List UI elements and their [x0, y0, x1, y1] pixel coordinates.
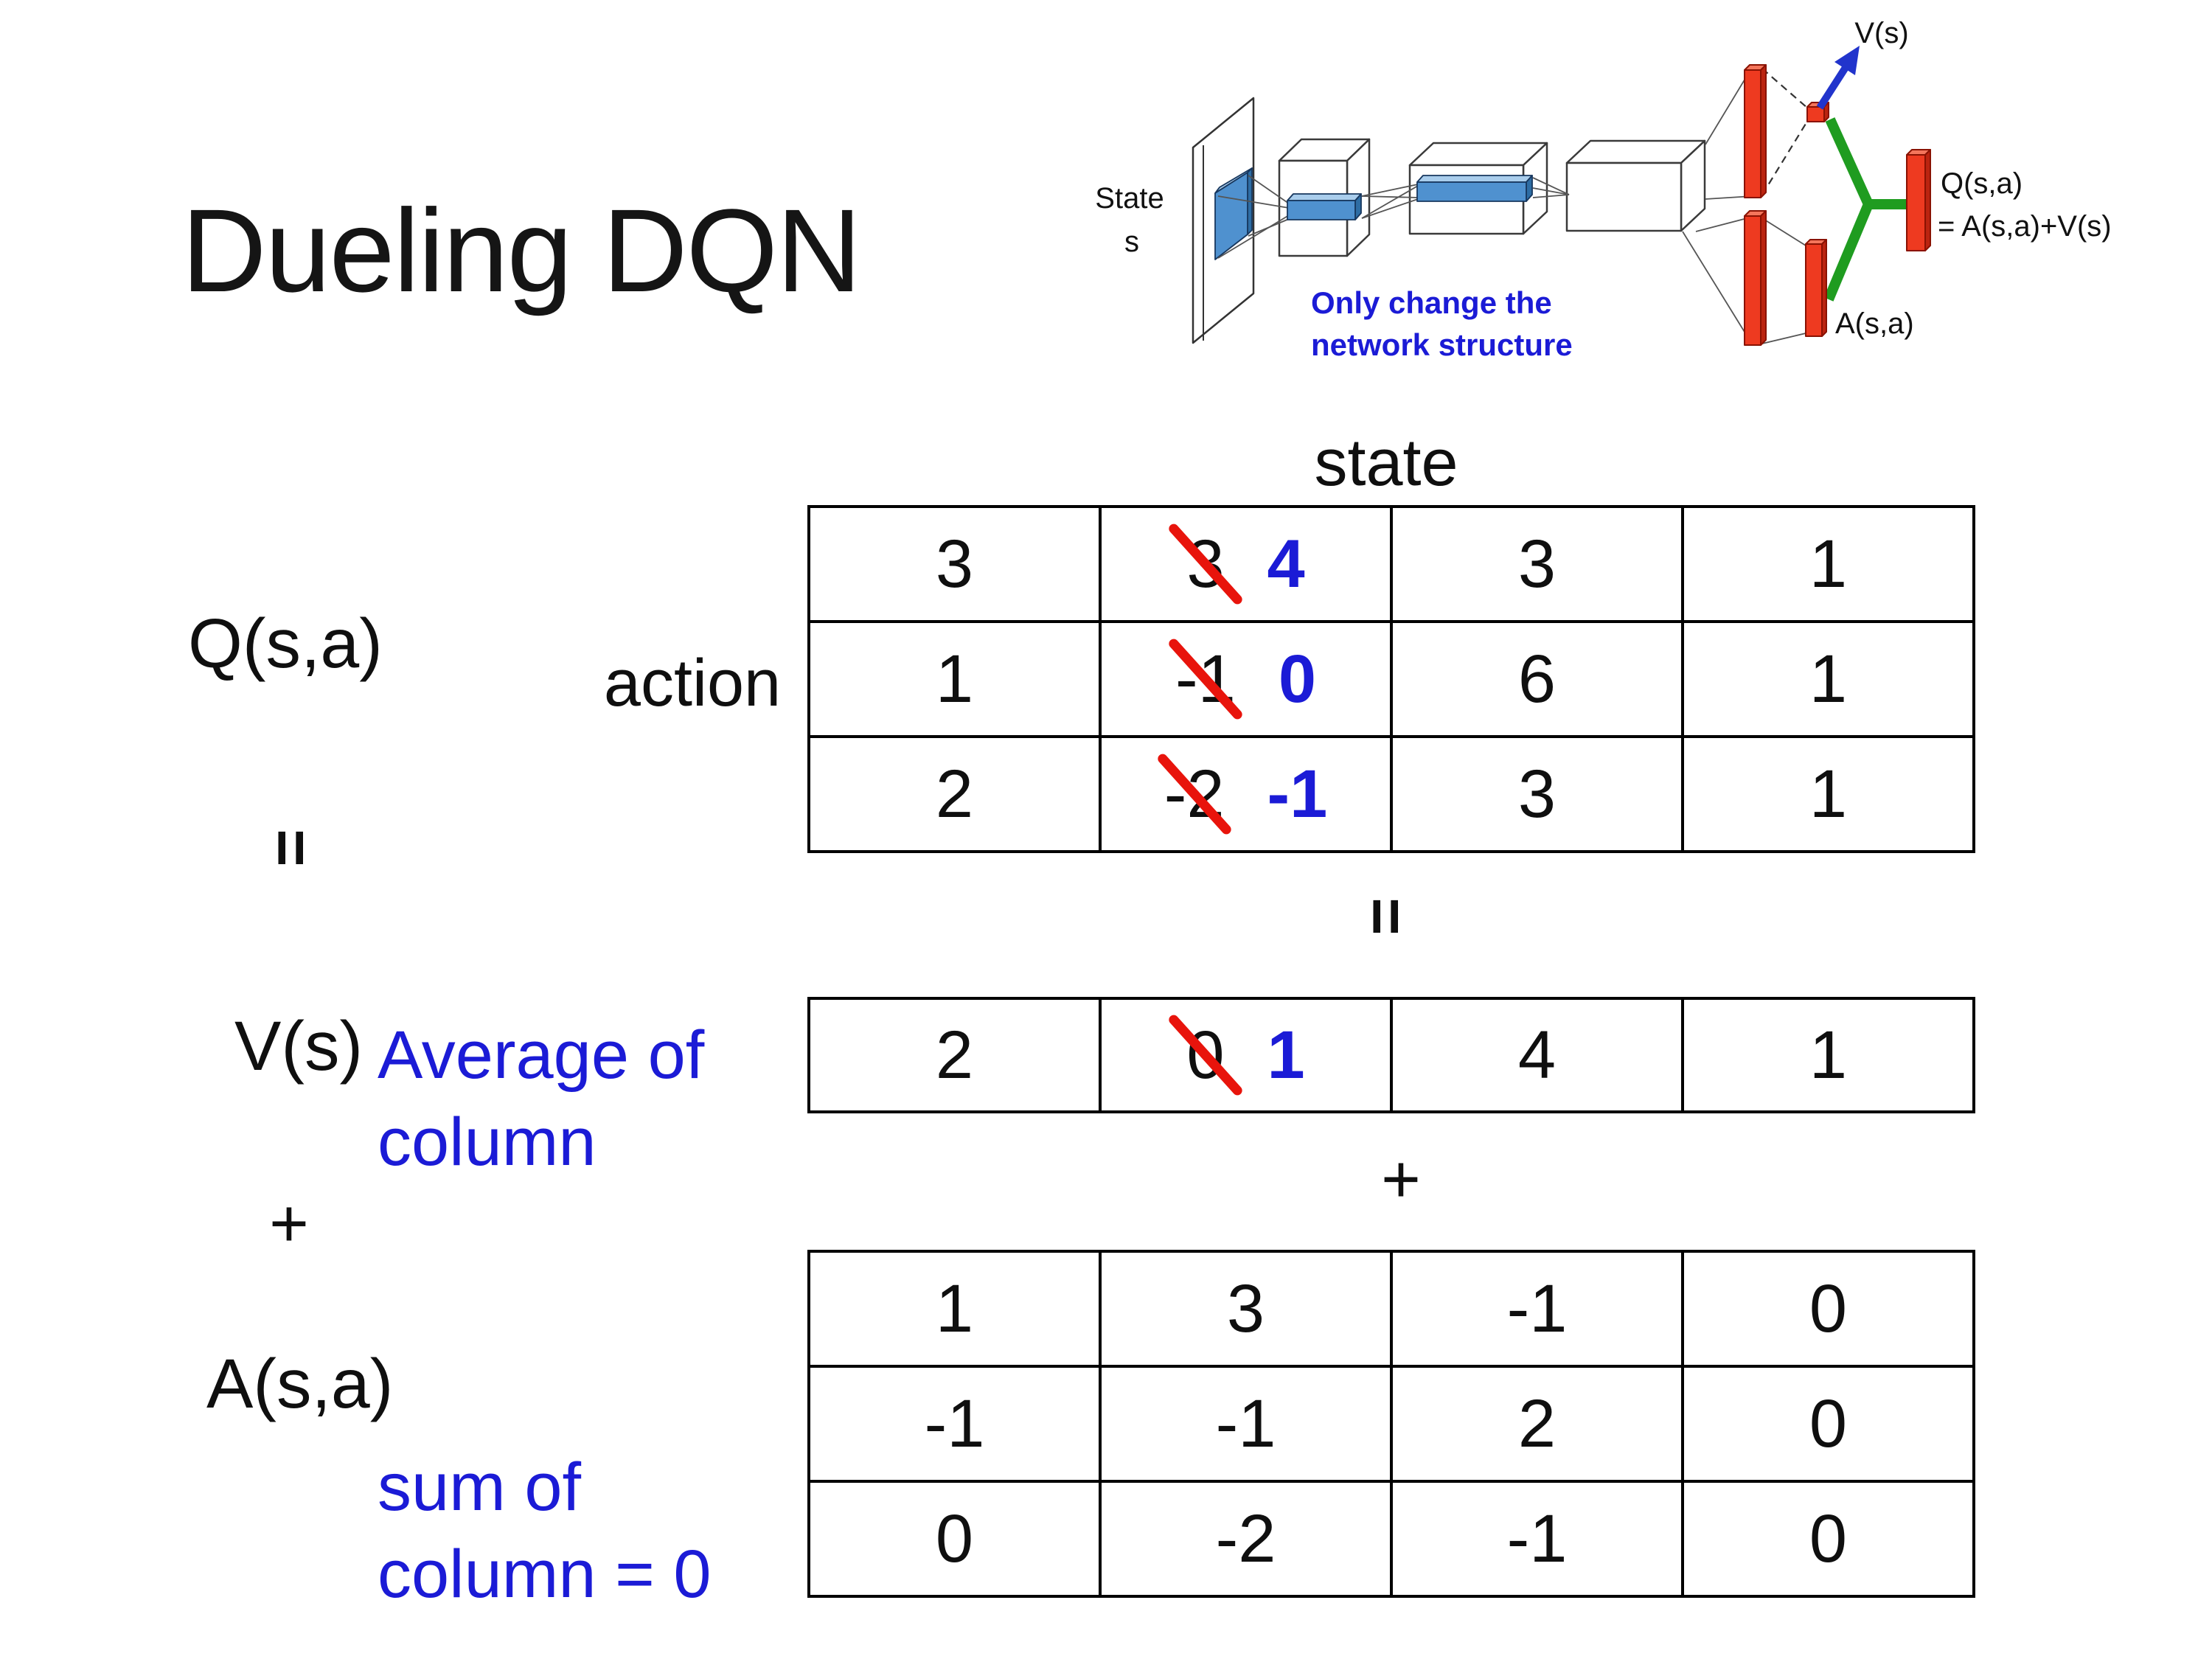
- q-cell-crossed: -1 0: [1099, 620, 1393, 738]
- q-cell: 2: [807, 735, 1102, 853]
- average-note-line2: column: [378, 1105, 597, 1180]
- merge-y-connector: [1823, 117, 1910, 302]
- network-diagram: State s V(s) Q(s,a) = A(s,a)+V(s) A(s,a)…: [1095, 17, 2112, 362]
- v-arrow-icon: [1816, 46, 1860, 110]
- old-value-wrap: 3: [1166, 521, 1245, 607]
- conv-box-3: [1565, 139, 1706, 232]
- v-stream-dashed-lines: [1761, 68, 1809, 195]
- projection-lines: [1217, 175, 1570, 259]
- crossed-value: 0 1: [1102, 1000, 1390, 1110]
- v-cell: 1: [1681, 997, 1975, 1113]
- old-value-wrap: -1: [1166, 636, 1245, 722]
- table-row: 0 -2 -1 0: [807, 1480, 1975, 1598]
- v-cell: 2: [807, 997, 1102, 1113]
- diagram-note-line1: Only change the: [1311, 285, 1552, 320]
- diagram-state-s-label: s: [1124, 226, 1139, 258]
- diagram-a-label: A(s,a): [1835, 307, 1914, 340]
- q-cell: 6: [1390, 620, 1684, 738]
- a-cell: 1: [807, 1250, 1102, 1368]
- a-cell: -1: [1390, 1250, 1684, 1368]
- old-value-wrap: -2: [1155, 751, 1233, 837]
- crossed-value: -1 0: [1102, 623, 1390, 735]
- fc-bar-lower: [1744, 210, 1767, 346]
- q-cell: 1: [1681, 735, 1975, 853]
- v-node: [1806, 102, 1829, 122]
- diagram-q-label-line2: = A(s,a)+V(s): [1938, 210, 2112, 243]
- v-label: V(s): [234, 1007, 364, 1085]
- q-matrix: 3 3 4 3 1 1 -1 0 6 1 2 -2 -1 3 1: [807, 505, 1975, 853]
- diagram-state-label: State: [1095, 182, 1164, 215]
- a-cell: -1: [1099, 1365, 1393, 1483]
- q-cell: 3: [807, 505, 1102, 623]
- sum-note-line2: column = 0: [378, 1537, 712, 1612]
- page-title: Dueling DQN: [181, 184, 862, 316]
- a-matrix: 1 3 -1 0 -1 -1 2 0 0 -2 -1 0: [807, 1250, 1975, 1598]
- equals-left: =: [255, 829, 328, 867]
- q-cell-crossed: 3 4: [1099, 505, 1393, 623]
- table-row: 2 0 1 4 1: [807, 997, 1975, 1113]
- a-cell: 0: [1681, 1250, 1975, 1368]
- a-cell: 0: [1681, 1480, 1975, 1598]
- q-cell: 3: [1390, 505, 1684, 623]
- table-row: -1 -1 2 0: [807, 1365, 1975, 1483]
- q-cell: 1: [1681, 505, 1975, 623]
- new-value: 1: [1267, 1017, 1305, 1093]
- a-label: A(s,a): [206, 1345, 394, 1423]
- fc-bar-upper: [1744, 64, 1767, 198]
- crossed-value: 3 4: [1102, 508, 1390, 620]
- a-cell: 3: [1099, 1250, 1393, 1368]
- diagram-note-line2: network structure: [1311, 327, 1573, 362]
- q-cell: 1: [807, 620, 1102, 738]
- a-cell: 2: [1390, 1365, 1684, 1483]
- q-cell: 1: [1681, 620, 1975, 738]
- new-value: 4: [1267, 526, 1305, 602]
- average-note: Average of column: [378, 1012, 704, 1186]
- a-cell: -2: [1099, 1480, 1393, 1598]
- diagram-q-label-line1: Q(s,a): [1941, 167, 2023, 200]
- table-row: 1 3 -1 0: [807, 1250, 1975, 1368]
- action-header: action: [603, 647, 782, 720]
- table-row: 1 -1 0 6 1: [807, 620, 1975, 738]
- new-value: -1: [1267, 756, 1328, 832]
- q-label: Q(s,a): [188, 605, 383, 683]
- diagram-v-label: V(s): [1854, 17, 1908, 49]
- v-cell-crossed: 0 1: [1099, 997, 1393, 1113]
- table-row: 2 -2 -1 3 1: [807, 735, 1975, 853]
- a-cell: -1: [1390, 1480, 1684, 1598]
- sum-note-line1: sum of: [378, 1450, 582, 1525]
- feature-bar-1: [1287, 193, 1362, 220]
- table-row: 3 3 4 3 1: [807, 505, 1975, 623]
- plus-left: +: [269, 1186, 309, 1262]
- feature-bar-2: [1416, 175, 1533, 202]
- sum-note: sum of column = 0: [378, 1444, 712, 1618]
- a-cell: 0: [1681, 1365, 1975, 1483]
- plus-center: +: [1381, 1141, 1421, 1217]
- q-cell: 3: [1390, 735, 1684, 853]
- equals-center: =: [1350, 897, 1423, 936]
- new-value: 0: [1278, 641, 1316, 717]
- a-cell: 0: [807, 1480, 1102, 1598]
- a-cell: -1: [807, 1365, 1102, 1483]
- a-bar: [1805, 239, 1827, 337]
- v-cell: 4: [1390, 997, 1684, 1113]
- q-output-bar: [1906, 149, 1931, 251]
- old-value-wrap: 0: [1166, 1012, 1245, 1098]
- v-matrix: 2 0 1 4 1: [807, 997, 1975, 1113]
- q-cell-crossed: -2 -1: [1099, 735, 1393, 853]
- state-header: state: [1314, 426, 1458, 500]
- crossed-value: -2 -1: [1102, 738, 1390, 850]
- average-note-line1: Average of: [378, 1018, 705, 1093]
